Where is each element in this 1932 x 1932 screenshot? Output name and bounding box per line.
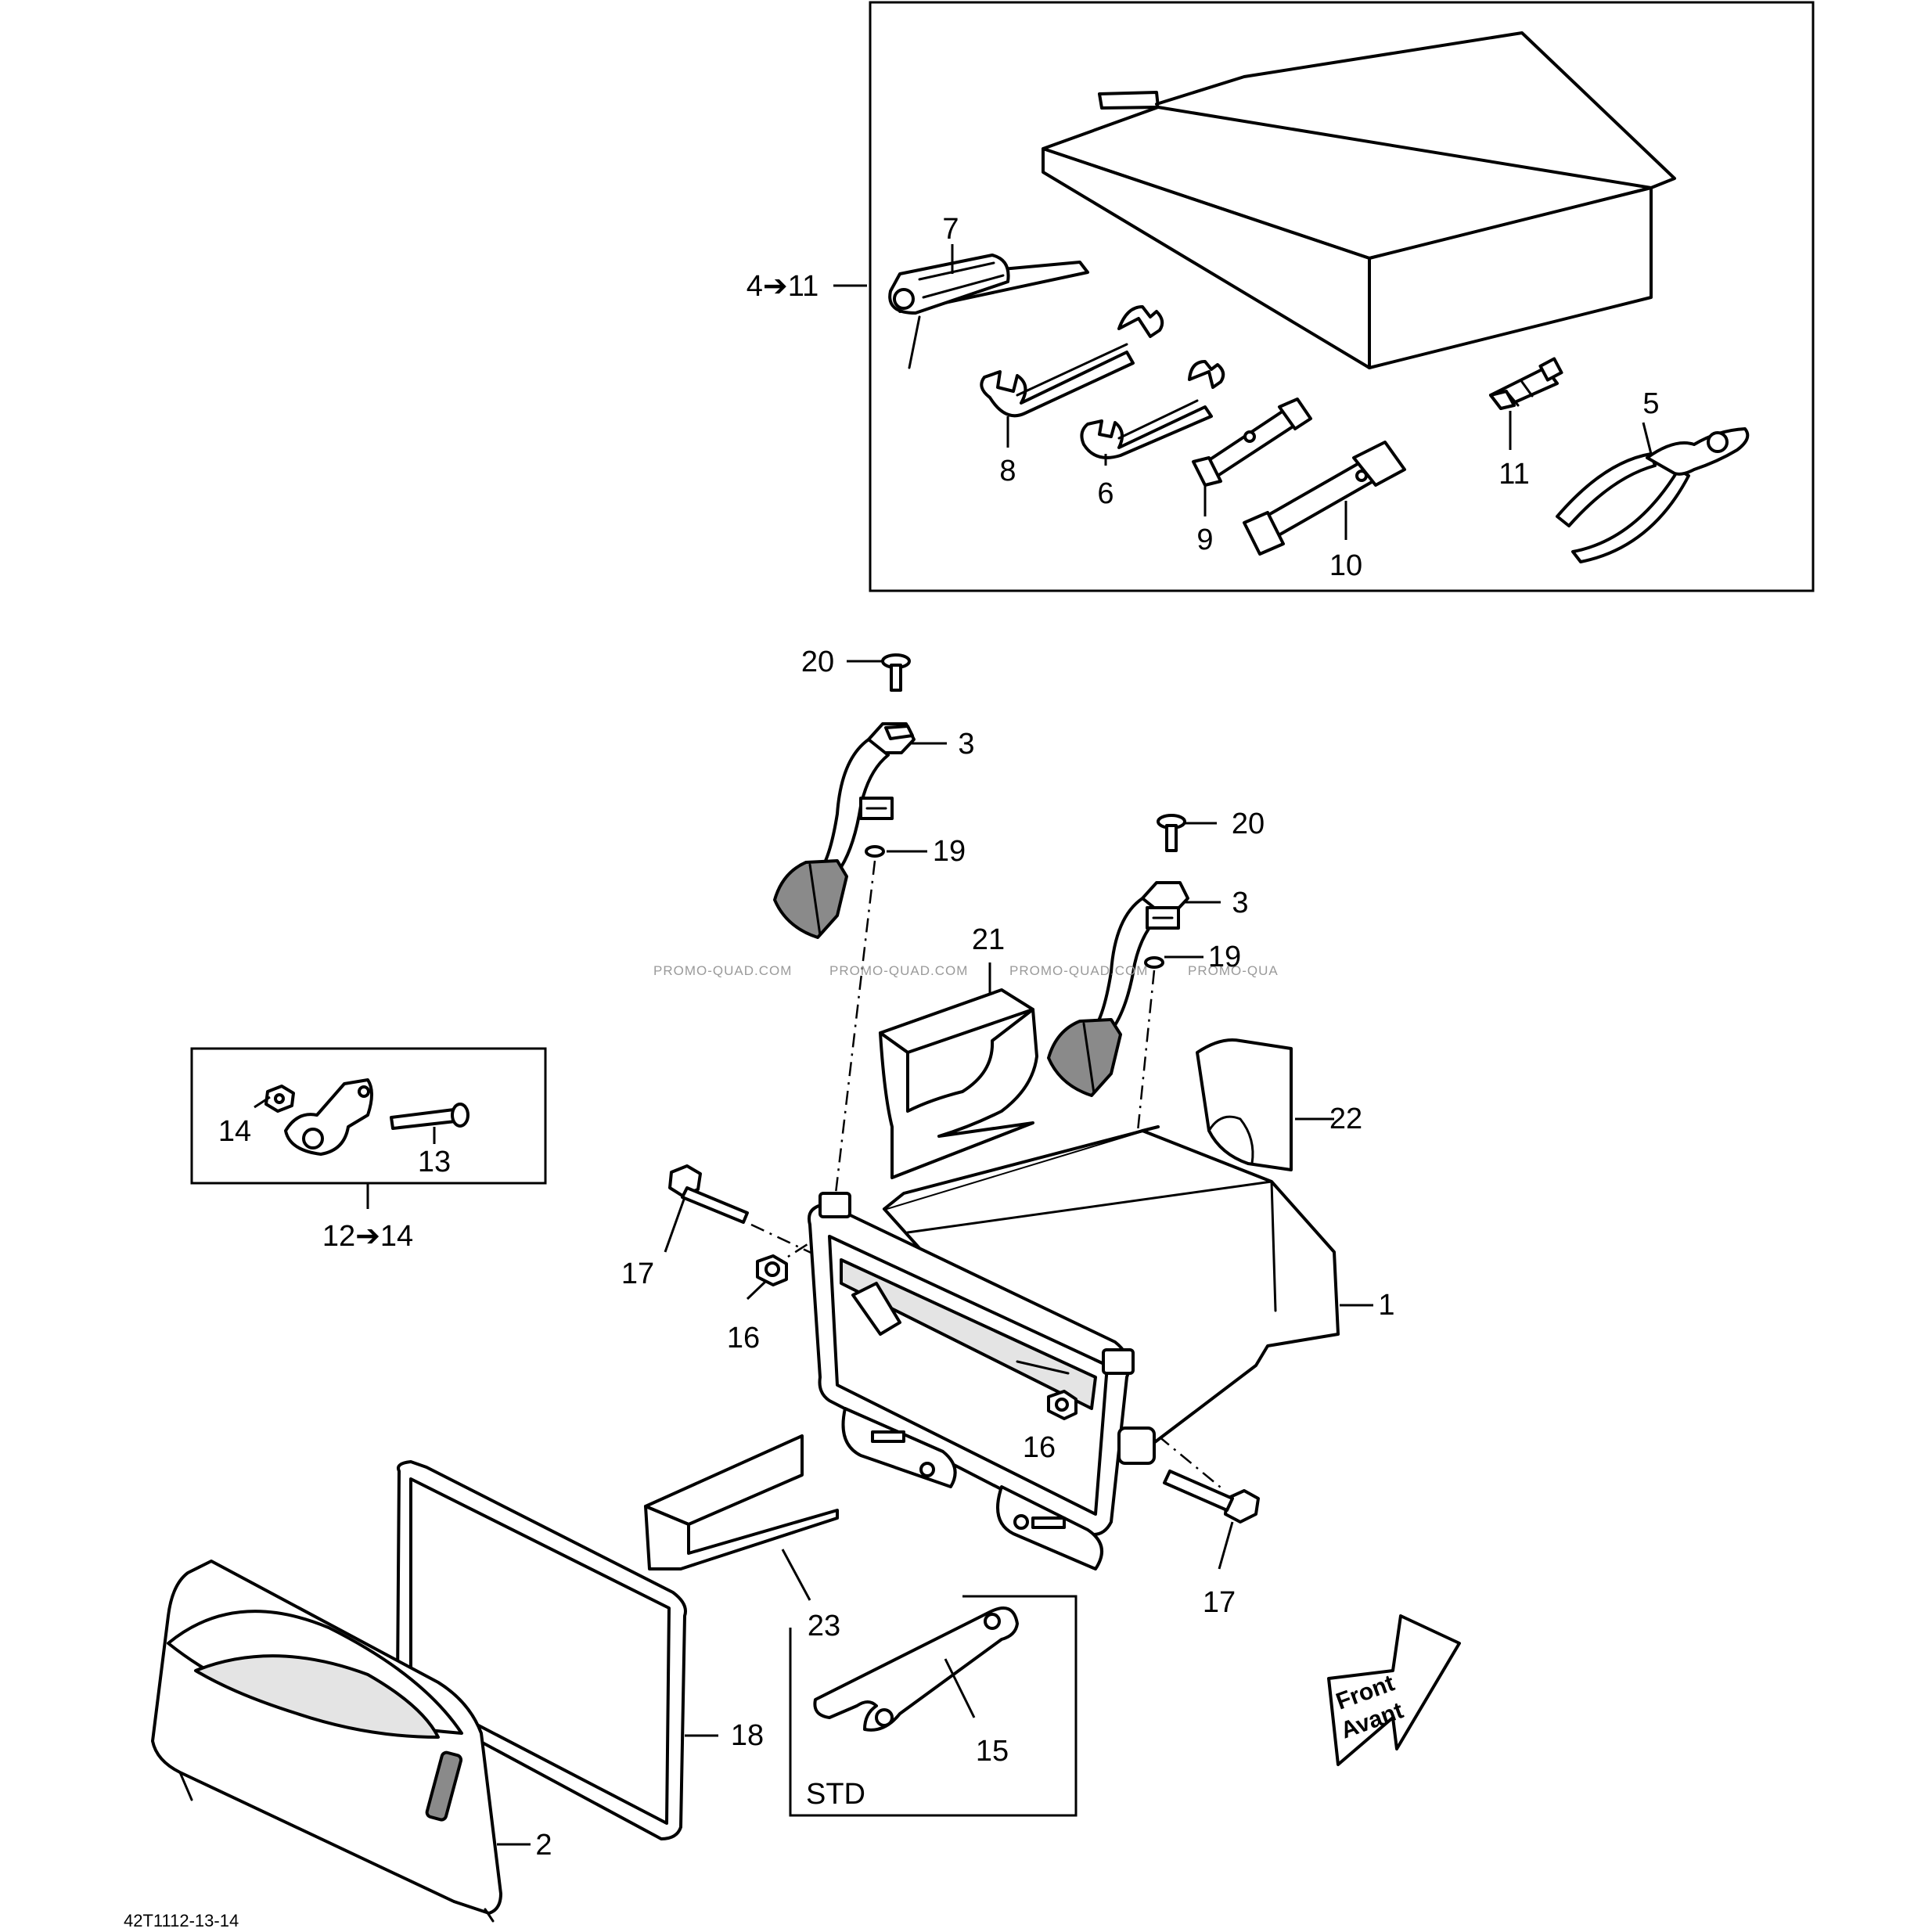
callout-18: 18 bbox=[731, 1719, 764, 1752]
bracket bbox=[284, 1078, 373, 1156]
diagram-code: 42T1112-13-14 bbox=[124, 1911, 239, 1930]
callout-3-right: 3 bbox=[1232, 887, 1248, 919]
callout-9: 9 bbox=[1196, 523, 1213, 556]
callout-2: 2 bbox=[535, 1829, 552, 1862]
leader-16-left bbox=[746, 1280, 767, 1301]
callout-22: 22 bbox=[1329, 1103, 1362, 1135]
assembly-line-bolt-17-right bbox=[1157, 1435, 1225, 1491]
clip-19-right bbox=[1144, 906, 1180, 969]
callout-6: 6 bbox=[1097, 477, 1114, 510]
callout-23: 23 bbox=[808, 1610, 840, 1642]
screwdriver bbox=[888, 254, 1089, 369]
callout-12-14: 12➔14 bbox=[322, 1220, 413, 1253]
callout-20-right: 20 bbox=[1232, 808, 1265, 840]
handle-left bbox=[773, 722, 916, 939]
heat-shield-21 bbox=[879, 988, 1038, 1179]
front-direction-arrow: Front Avant bbox=[1327, 1614, 1461, 1766]
clip-19-left bbox=[859, 797, 894, 858]
wrench-8 bbox=[980, 305, 1164, 418]
assembly-line-bolt-17-left bbox=[750, 1223, 818, 1257]
spanner-15 bbox=[813, 1606, 1019, 1732]
callout-4-11: 4➔11 bbox=[747, 270, 818, 303]
nut-14 bbox=[264, 1085, 295, 1113]
pliers bbox=[1556, 427, 1750, 563]
callout-19-left: 19 bbox=[933, 835, 966, 868]
watermark-4: PROMO-QUA bbox=[1188, 963, 1279, 978]
callout-8: 8 bbox=[999, 455, 1016, 487]
leader-17-right bbox=[1218, 1521, 1234, 1570]
callout-21: 21 bbox=[972, 923, 1005, 956]
callout-14: 14 bbox=[218, 1115, 251, 1148]
callout-11: 11 bbox=[1498, 458, 1529, 491]
cover-2 bbox=[151, 1560, 502, 1923]
callout-17-left: 17 bbox=[621, 1257, 654, 1290]
std-label: STD bbox=[806, 1778, 865, 1811]
leader-17-left bbox=[664, 1196, 686, 1253]
box-wrench-9 bbox=[1192, 398, 1312, 487]
callout-17-right: 17 bbox=[1203, 1586, 1236, 1619]
callout-20-left: 20 bbox=[801, 646, 834, 678]
watermark-1: PROMO-QUAD.COM bbox=[653, 963, 792, 978]
leader-15 bbox=[944, 1658, 976, 1718]
screw-20-right bbox=[1157, 814, 1186, 852]
storage-box bbox=[808, 1125, 1340, 1570]
bolt-13 bbox=[390, 1103, 470, 1130]
assembly-line-left-handle bbox=[834, 860, 876, 1194]
screw-20-left bbox=[881, 653, 911, 692]
callout-3-left: 3 bbox=[958, 728, 974, 761]
std-tool-frame bbox=[789, 1595, 1078, 1817]
tool-pouch bbox=[1042, 31, 1676, 369]
leader-5 bbox=[1642, 422, 1653, 455]
callout-7: 7 bbox=[942, 213, 959, 246]
watermark-3: PROMO-QUAD.COM bbox=[1009, 963, 1148, 978]
box-wrench-10 bbox=[1243, 441, 1406, 556]
callout-5: 5 bbox=[1642, 387, 1659, 420]
callout-13: 13 bbox=[418, 1146, 451, 1178]
leader-14 bbox=[254, 1096, 271, 1109]
handle-right bbox=[1047, 881, 1189, 1097]
callout-10: 10 bbox=[1329, 549, 1362, 582]
spark-plug-socket bbox=[1489, 357, 1563, 410]
nut-16-right bbox=[1047, 1390, 1078, 1420]
bolt-17-left bbox=[668, 1164, 749, 1224]
leader-23 bbox=[781, 1549, 811, 1601]
heat-shield-22 bbox=[1196, 1038, 1293, 1171]
callout-15: 15 bbox=[976, 1735, 1009, 1768]
watermark-2: PROMO-QUAD.COM bbox=[829, 963, 968, 978]
nut-16-left bbox=[756, 1254, 788, 1286]
callout-1: 1 bbox=[1378, 1289, 1394, 1322]
heat-shield-23 bbox=[644, 1434, 839, 1570]
bolt-17-right bbox=[1163, 1470, 1260, 1524]
callout-19-right: 19 bbox=[1208, 941, 1241, 973]
callout-16-right: 16 bbox=[1023, 1431, 1056, 1464]
tool-kit-frame bbox=[869, 1, 1815, 592]
callout-16-left: 16 bbox=[727, 1322, 760, 1355]
